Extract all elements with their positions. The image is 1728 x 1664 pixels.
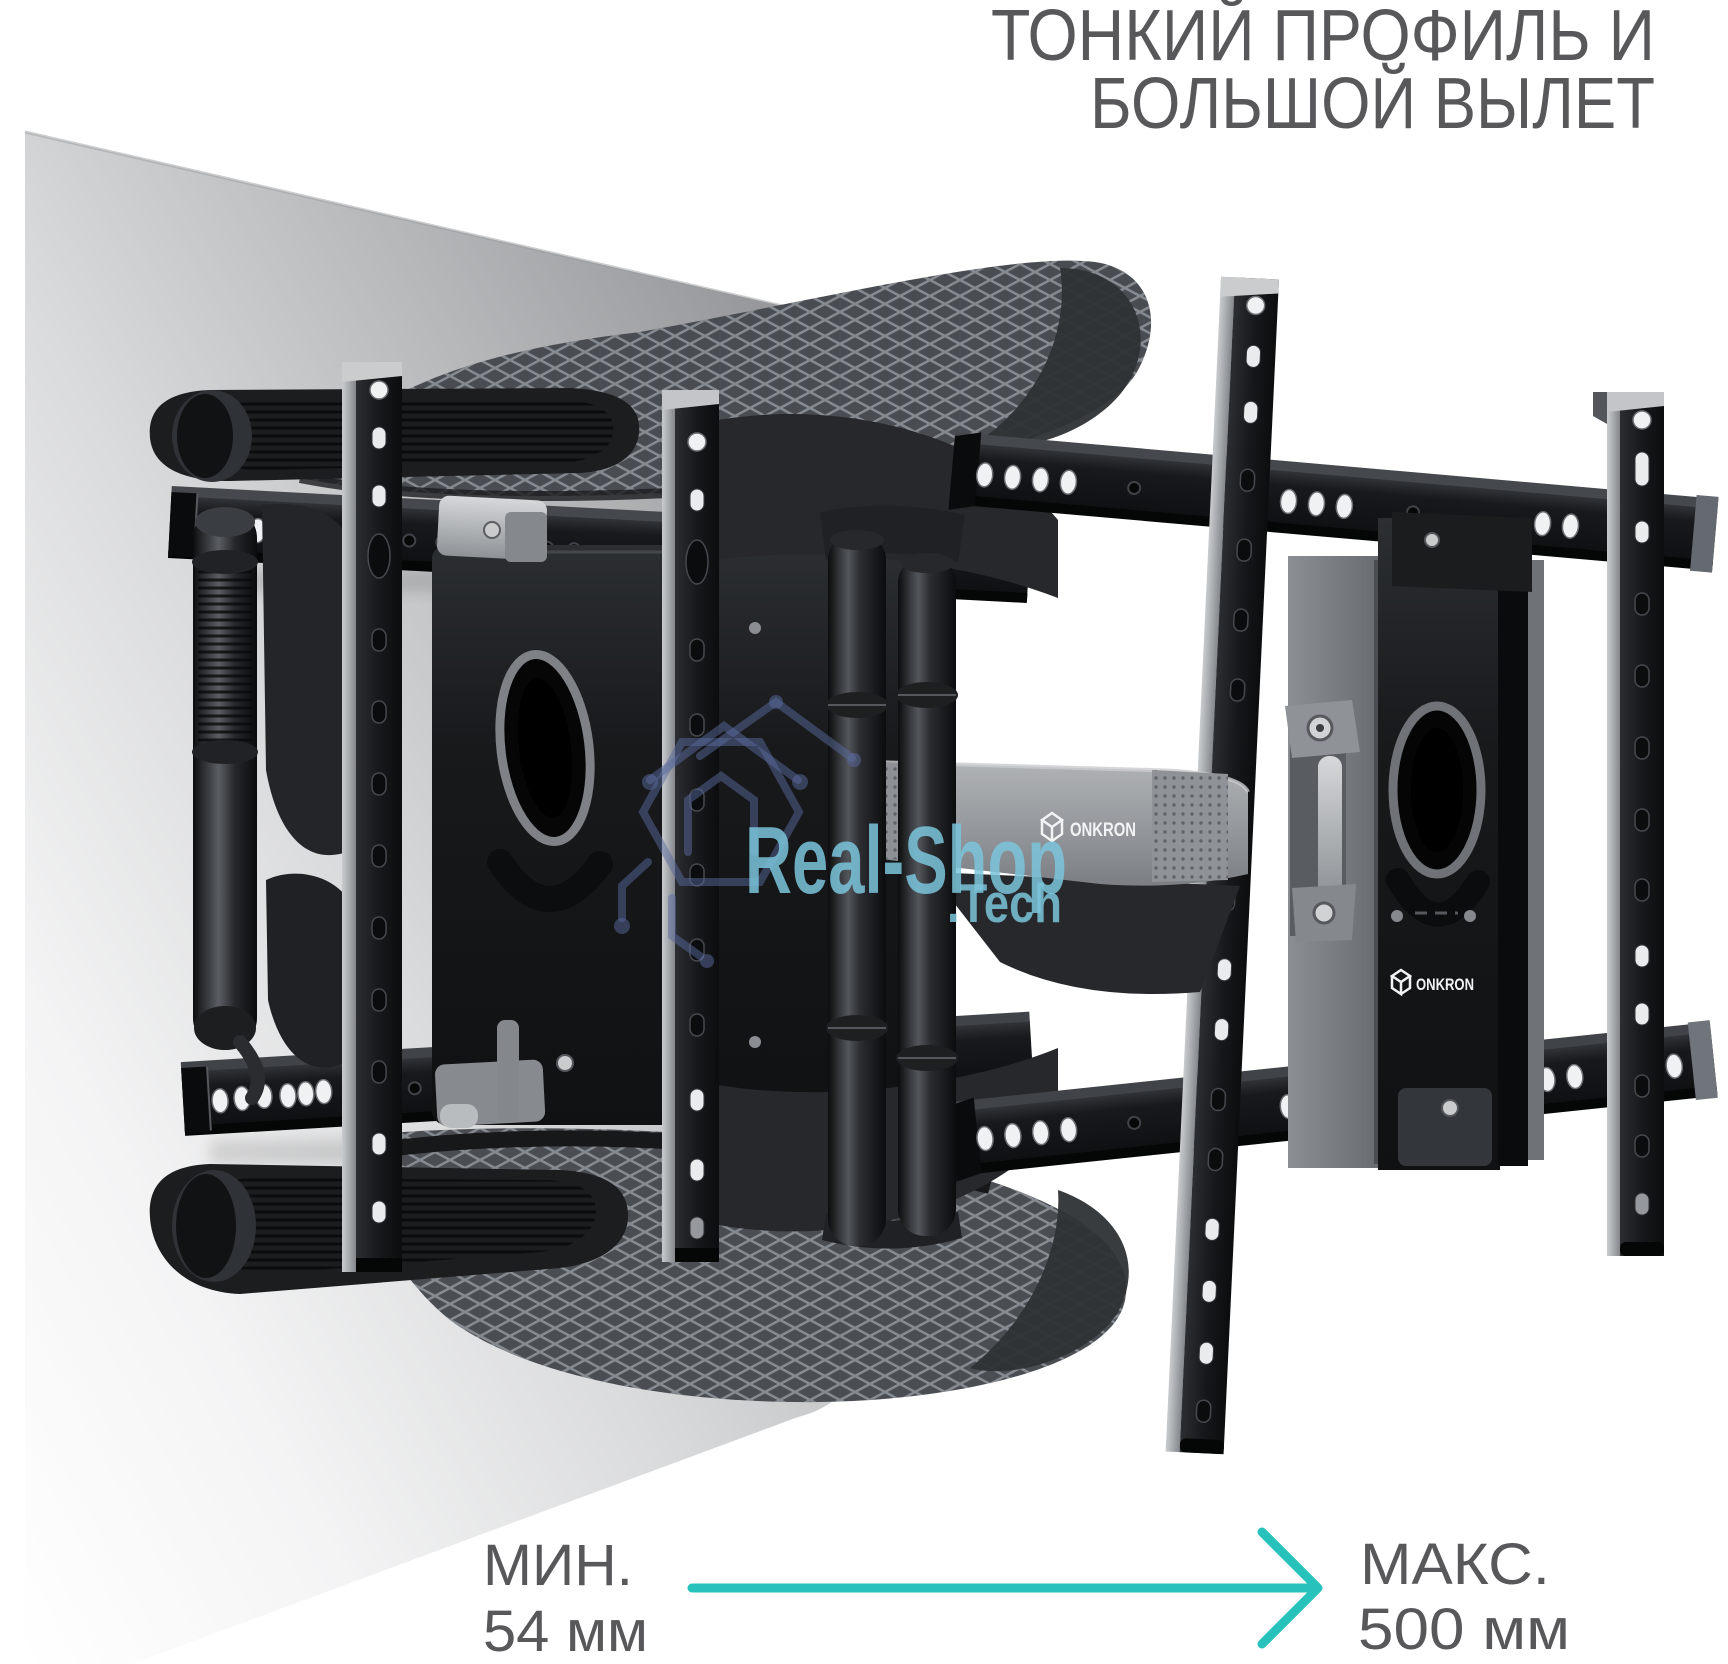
title-line-1: ТОНКИЙ ПРОФИЛЬ И [991,0,1655,76]
onkron-logo-plate: ONKRON [1389,968,1474,997]
onkron-wordmark-arm: ONKRON [1070,820,1136,841]
top-hook-tab [1392,512,1532,592]
title-line-2: БОЛЬШОЙ ВЫЛЕТ [1090,62,1655,144]
rail-holes [1632,410,1652,1216]
min-label: МИН. [483,1533,633,1598]
arm-hinge [1285,700,1360,942]
onkron-wordmark-plate: ONKRON [1416,975,1474,994]
onkron-cube-icon [1039,811,1065,844]
top-tv-rail [948,432,1719,573]
watermark: Real-Shop .Tech [614,695,1067,968]
bottom-hook-tab [1398,1088,1492,1166]
onkron-cube-icon [1389,968,1413,997]
vesa-rail-left [342,362,402,1272]
vesa-rail-right [662,390,719,1262]
arm-underside [930,872,1240,994]
rail-holes [367,380,391,1224]
handle-bar [192,507,265,1105]
watermark-suffix: .Tech [947,872,1062,934]
watermark-name: Real-Shop [745,807,1067,914]
title: ТОНКИЙ ПРОФИЛЬ И БОЛЬШОЙ ВЫЛЕТ [991,0,1655,144]
tv-vesa-rail-right [1593,392,1664,1256]
dimension-annotation: МИН. 54 мм МАКС. 500 мм [483,1527,1570,1664]
hex-house-circuit-icon [614,695,861,968]
extension-arrow-icon [687,1527,1323,1649]
min-value: 54 мм [483,1599,648,1664]
extended-mount: ONKRON [871,276,1719,1455]
onkron-logo-arm: ONKRON [1039,811,1136,844]
max-value: 500 мм [1358,1597,1570,1662]
max-label: МАКС. [1360,1532,1550,1597]
tv-bracket-plate: ONKRON [1288,512,1544,1170]
folded-arm-tubes [820,505,965,1249]
swivel-arm: ONKRON [871,760,1250,994]
wall-panel-top-edge [24,130,801,312]
rail-holes [1195,295,1266,1424]
rail-holes [685,432,709,1240]
